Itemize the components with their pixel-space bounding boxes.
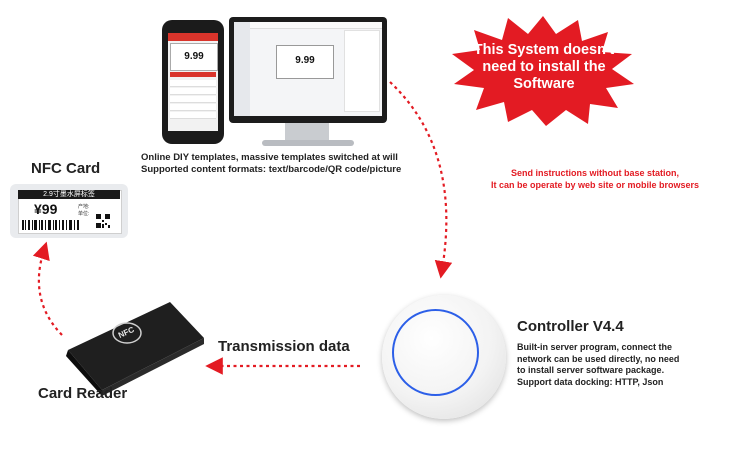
monitor-base	[262, 140, 354, 146]
instructions-note: Send instructions without base station, …	[470, 167, 720, 191]
arrow-monitor-to-controller	[389, 81, 453, 279]
templates-caption-line2: Supported content formats: text/barcode/…	[141, 164, 402, 175]
controller-desc-line2: network can be used directly, no need	[517, 353, 680, 364]
transmission-label: Transmission data	[218, 338, 350, 355]
phone-tag-price: 9.99	[184, 51, 204, 62]
phone-row	[170, 104, 216, 111]
nfc-tag-header: 2.9寸墨水屏标签	[18, 190, 120, 199]
monitor-tag-preview: 9.99	[276, 45, 334, 79]
nfc-logo-icon	[112, 322, 142, 344]
controller-title: Controller V4.4	[517, 318, 624, 335]
phone-toolbar	[170, 72, 216, 77]
badge-line1: This System doesn't	[473, 42, 615, 58]
phone-row	[170, 112, 216, 119]
nfc-card-title: NFC Card	[31, 160, 101, 177]
monitor-sidebar	[234, 22, 250, 116]
controller-desc-line3: to install server software package.	[517, 365, 665, 375]
badge-line2: need to install the	[482, 59, 606, 75]
controller-desc-line1: Built-in server program, connect the	[517, 342, 673, 352]
barcode-icon	[22, 220, 79, 230]
monitor-stand	[285, 123, 329, 141]
card-reader-device	[66, 302, 204, 396]
phone-tag-preview: 9.99	[170, 43, 218, 71]
starburst-badge	[452, 16, 634, 126]
monitor-topbar	[250, 22, 382, 29]
badge-line3: Software	[513, 76, 575, 92]
phone-row	[170, 96, 216, 103]
nfc-tag-price: ¥99	[34, 201, 58, 217]
controller-desc-line4: Support data docking: HTTP, Json	[517, 376, 664, 387]
phone-app-header	[168, 33, 218, 41]
monitor-tag-price: 9.99	[295, 55, 315, 66]
nfc-tag-field1: 产地:	[78, 204, 90, 210]
phone-row	[170, 88, 216, 95]
starburst-shape	[452, 16, 634, 126]
instructions-line2: It can be operate by web site or mobile …	[490, 180, 700, 190]
controller-led-ring	[392, 309, 479, 396]
instructions-line1: Send instructions without base station,	[510, 168, 679, 178]
nfc-tag-field2: 单位:	[78, 211, 90, 217]
monitor-properties-panel	[344, 30, 380, 112]
controller-description: Built-in server program, connect the net…	[517, 342, 717, 388]
badge-text: This System doesn't need to install the …	[464, 42, 624, 93]
templates-caption-line1: Online DIY templates, massive templates …	[141, 152, 398, 163]
qr-code-icon	[96, 214, 110, 228]
arrow-reader-to-card	[32, 241, 63, 336]
card-reader-title: Card Reader	[38, 385, 128, 402]
phone-row	[170, 80, 216, 87]
